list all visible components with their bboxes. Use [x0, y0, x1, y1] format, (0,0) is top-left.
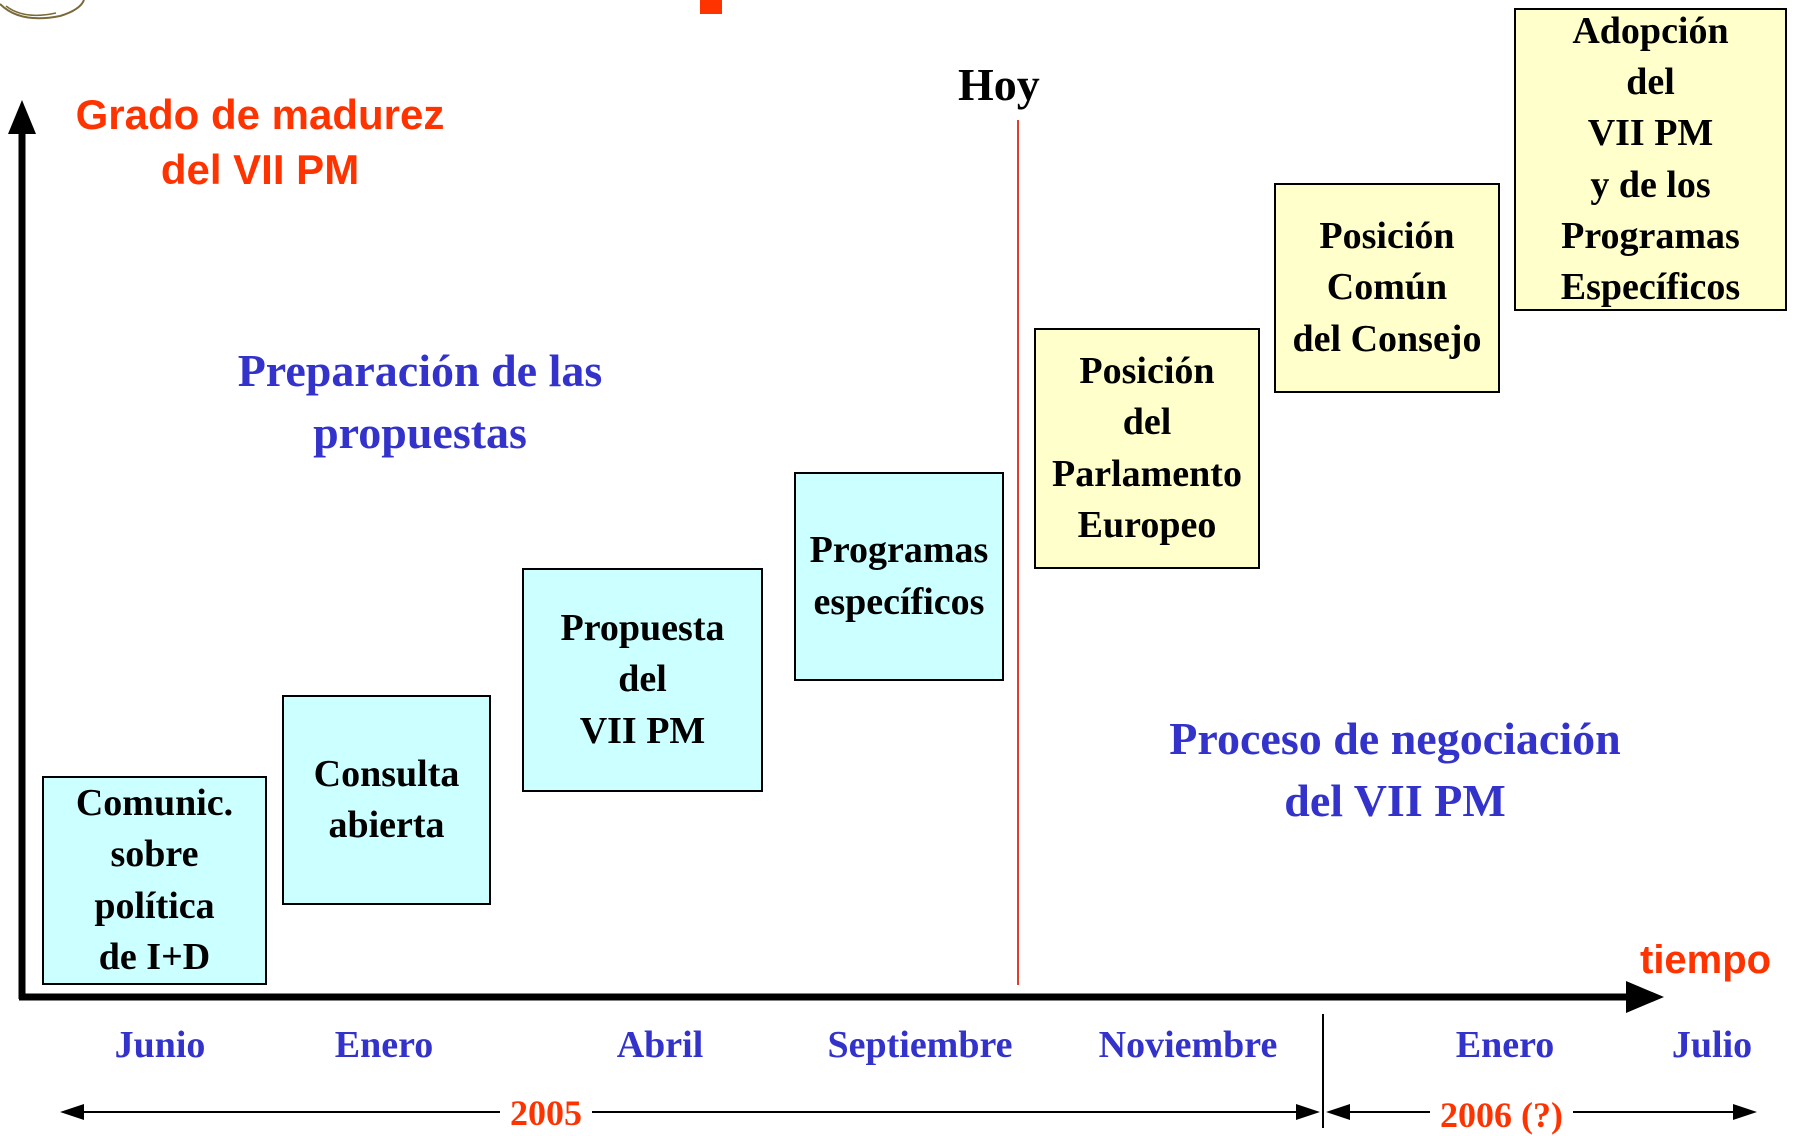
year-2006-label: 2006 (?): [1430, 1094, 1573, 1136]
milestone-programas: Programas específicos: [794, 472, 1004, 681]
x-axis-label: tiempo: [1640, 938, 1772, 982]
phase-preparation-label: Preparación de las propuestas: [237, 345, 603, 459]
year-2005-label: 2005: [500, 1092, 592, 1134]
month-label: Abril: [616, 1024, 704, 1066]
milestone-comunic: Comunic. sobre política de I+D: [42, 776, 267, 985]
month-label: Enero: [1455, 1024, 1555, 1066]
month-label: Julio: [1671, 1024, 1753, 1066]
title-fragment: [700, 0, 722, 14]
y-axis-label: Grado de madurez del VII PM: [75, 91, 445, 193]
milestone-consejo: Posición Común del Consejo: [1274, 183, 1500, 393]
milestone-propuesta: Propuesta del VII PM: [522, 568, 763, 792]
milestone-adopcion: Adopción del VII PM y de los Programas E…: [1514, 8, 1787, 311]
month-label: Noviembre: [1098, 1024, 1278, 1066]
month-label: Junio: [114, 1024, 206, 1066]
month-label: Enero: [334, 1024, 434, 1066]
milestone-parlamento: Posición del Parlamento Europeo: [1034, 328, 1260, 569]
milestone-consulta: Consulta abierta: [282, 695, 491, 905]
today-label: Hoy: [958, 59, 1040, 110]
phase-negotiation-label: Proceso de negociación del VII PM: [1169, 713, 1621, 827]
logo-icon: [0, 0, 85, 20]
month-label: Septiembre: [827, 1024, 1013, 1066]
